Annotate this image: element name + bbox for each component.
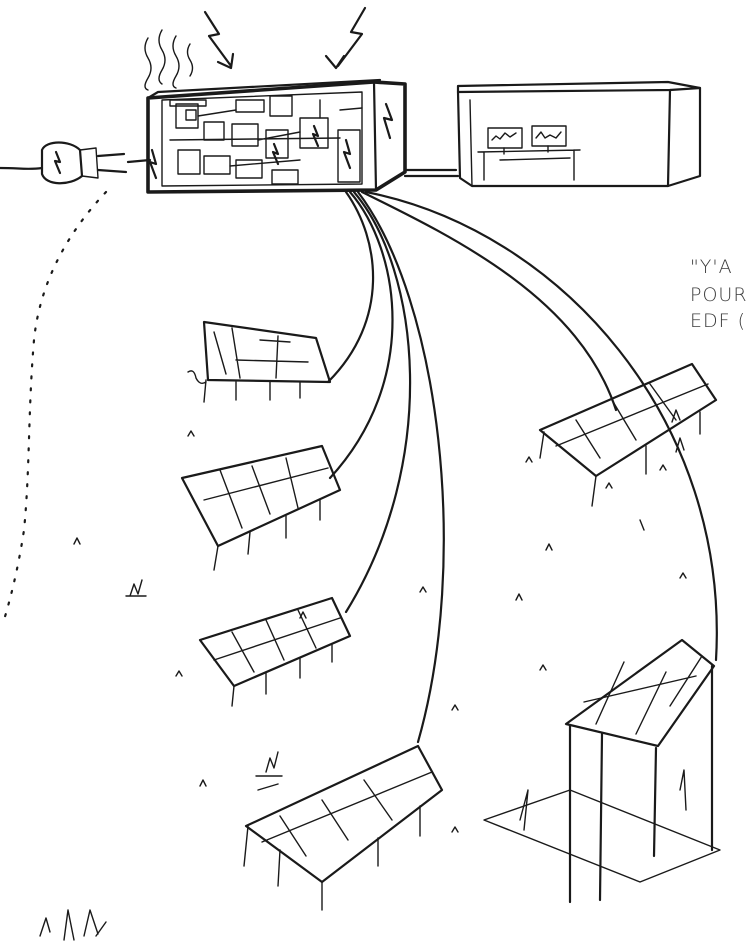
solar-panel-3 bbox=[200, 598, 350, 706]
solar-panel-1 bbox=[188, 322, 330, 402]
grass-tufts bbox=[40, 410, 686, 940]
monitoring-room bbox=[405, 82, 700, 186]
annotation-line-2: POUR bbox=[690, 286, 748, 305]
solar-panel-6 bbox=[484, 640, 720, 902]
field-cables bbox=[328, 192, 717, 742]
solar-panel-5 bbox=[540, 364, 716, 506]
lightning-arrow-left-icon bbox=[205, 12, 233, 68]
annotation-line-1: "Y'A bbox=[690, 258, 733, 277]
plug-icon bbox=[0, 143, 150, 184]
heat-waves-icon bbox=[145, 30, 193, 90]
inverter-box bbox=[148, 80, 405, 192]
lightning-arrow-right-icon bbox=[326, 8, 365, 68]
solar-panel-2 bbox=[182, 446, 340, 570]
mains-dotted-line bbox=[4, 192, 106, 620]
monitor-icon bbox=[478, 126, 580, 180]
solar-panel-4 bbox=[244, 746, 442, 910]
annotation-line-3: EDF ( bbox=[690, 312, 746, 331]
